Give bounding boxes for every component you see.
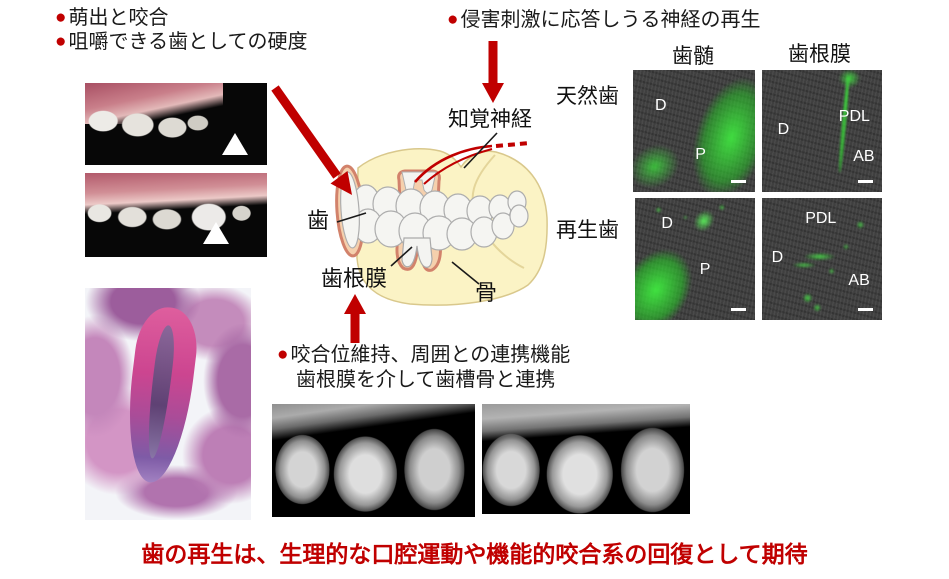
fluorescence-signal: [647, 200, 743, 225]
micrograph-natural-pdl: D PDL AB: [762, 70, 882, 192]
bullet-icon: ●: [55, 31, 67, 52]
bullet-text: 萌出と咬合: [68, 7, 169, 29]
bullet-line-1: ● 咬合位維持、周囲との連携機能: [277, 343, 570, 367]
micro-label-pulp: P: [695, 145, 706, 163]
micro-label-dentin: D: [654, 96, 667, 114]
micrograph-regenerated-pdl: PDL D AB: [762, 198, 882, 320]
arrowhead-marker: [203, 222, 229, 244]
micro-label-dentin: D: [771, 249, 784, 267]
teeth-row: [85, 194, 267, 234]
bullet-icon: ●: [55, 7, 67, 28]
micro-label-pdl: PDL: [838, 107, 870, 125]
bullet-text: 咀嚼できる歯としての硬度: [68, 31, 308, 53]
micrograph-regenerated-pulp: D P: [635, 198, 755, 320]
microct-render-left: [272, 404, 475, 517]
bullet-nerve-regeneration: ● 侵害刺激に応答しうる神経の再生: [447, 8, 760, 32]
micro-label-pdl: PDL: [805, 210, 837, 228]
top-left-bullets: ● 萌出と咬合 ● 咀嚼できる歯としての硬度: [55, 6, 307, 54]
micrograph-natural-pulp: D P: [633, 70, 755, 192]
micro-label-alveolar-bone: AB: [853, 148, 875, 166]
micro-label-dentin: D: [777, 121, 790, 139]
intraoral-photo-regenerated: [85, 173, 267, 257]
bullet-icon: ●: [277, 344, 289, 365]
label-bone: 骨: [475, 280, 498, 305]
intraoral-photo-natural: [85, 83, 267, 165]
micro-label-pulp: P: [699, 261, 711, 279]
fluorescence-signal: [834, 70, 866, 92]
fluorescence-signal: [762, 198, 882, 320]
column-header-pulp: 歯髄: [672, 45, 714, 68]
bullet-icon: ●: [447, 9, 459, 30]
bullet-text: 侵害刺激に応答しうる神経の再生: [460, 9, 761, 31]
red-arrow-nerve-down: [482, 41, 504, 103]
label-periodontal-ligament: 歯根膜: [321, 266, 388, 291]
arrowhead-marker: [222, 133, 248, 155]
nerve-dashed-continuation: [495, 141, 531, 148]
column-header-pdl: 歯根膜: [788, 43, 851, 66]
bullet-eruption-occlusion: ● 萌出と咬合: [55, 6, 307, 30]
root-canal: [143, 323, 178, 459]
row-label-regenerated-tooth: 再生歯: [556, 219, 619, 242]
histology-image: [85, 288, 251, 520]
bullet-text: 咬合位維持、周囲との連携機能: [290, 344, 571, 366]
microct-render-right: [482, 404, 690, 514]
micro-label-dentin: D: [661, 215, 673, 233]
label-sensory-nerve: 知覚神経: [448, 108, 532, 131]
label-tooth: 歯: [307, 208, 330, 233]
bullet-occlusal-support: ● 咬合位維持、周囲との連携機能 歯根膜を介して歯槽骨と連携: [277, 343, 570, 394]
row-label-natural-tooth: 天然歯: [556, 85, 619, 108]
lower-teeth-row: [353, 204, 529, 251]
bullet-line-2: 歯根膜を介して歯槽骨と連携: [296, 369, 556, 391]
micro-label-alveolar-bone: AB: [848, 272, 870, 290]
figure-caption: 歯の再生は、生理的な口腔運動や機能的咬合系の回復として期待: [141, 541, 808, 567]
bullet-hardness: ● 咀嚼できる歯としての硬度: [55, 30, 307, 54]
tooth-root-section: [119, 303, 202, 486]
